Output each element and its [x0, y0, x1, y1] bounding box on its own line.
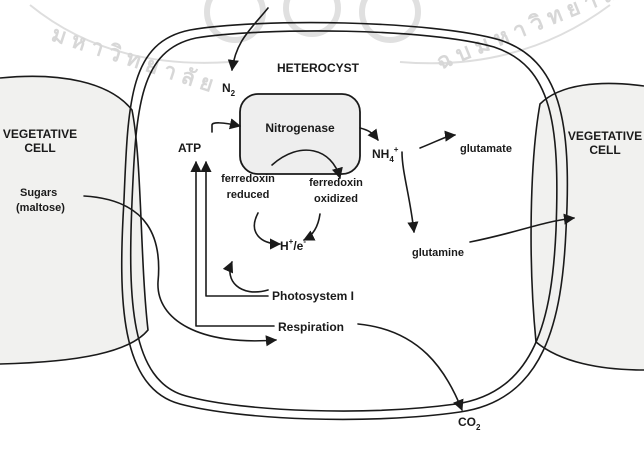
ferredoxin-reduced-label-line1: ferredoxin [221, 173, 275, 185]
watermark-text-right: ฉ บ ม ห า วิ ท ย า ลั ย [433, 0, 637, 75]
glutamine-label: glutamine [412, 247, 464, 259]
respiration-label: Respiration [278, 320, 344, 334]
ferredoxin-oxidized-label-line1: ferredoxin [309, 177, 363, 189]
heterocyst-title: HETEROCYST [277, 61, 360, 75]
atp-label: ATP [178, 141, 201, 155]
vegetative-cell-right-label-line2: CELL [589, 143, 620, 157]
nitrogenase-enzyme-box [239, 93, 361, 175]
n2-label: N2 [222, 81, 236, 98]
proton-electron-label: H+/e- [280, 237, 306, 253]
co2-label: CO2 [458, 415, 481, 432]
heterocyst-outer-wall [120, 21, 569, 421]
vegetative-cell-left-shape [0, 76, 148, 365]
ferredoxin-reduced-label-line2: reduced [227, 189, 270, 201]
nitrogenase-label: Nitrogenase [265, 121, 335, 135]
photosystem-label: Photosystem I [272, 289, 354, 303]
vegetative-cell-right-outline [530, 82, 644, 371]
sugars-label-line1: Sugars [20, 187, 57, 199]
vegetative-cell-left-outline [0, 75, 149, 365]
pathway-arrows [83, 7, 576, 412]
vegetative-cell-right-shape [531, 83, 644, 370]
vegetative-cell-left-label-line1: VEGETATIVE [3, 127, 77, 141]
nh4-label: NH4+ [372, 145, 399, 164]
glutamate-label: glutamate [460, 143, 512, 155]
ferredoxin-oxidized-label-line2: oxidized [314, 193, 358, 205]
sugars-label-line2: (maltose) [16, 202, 65, 214]
vegetative-cell-left-label-line2: CELL [24, 141, 55, 155]
watermark: ม ห า วิ ท ย า ลั ย ฉ บ ม ห า วิ ท ย า ล… [29, 0, 637, 97]
vegetative-cell-right-label-line1: VEGETATIVE [568, 129, 642, 143]
